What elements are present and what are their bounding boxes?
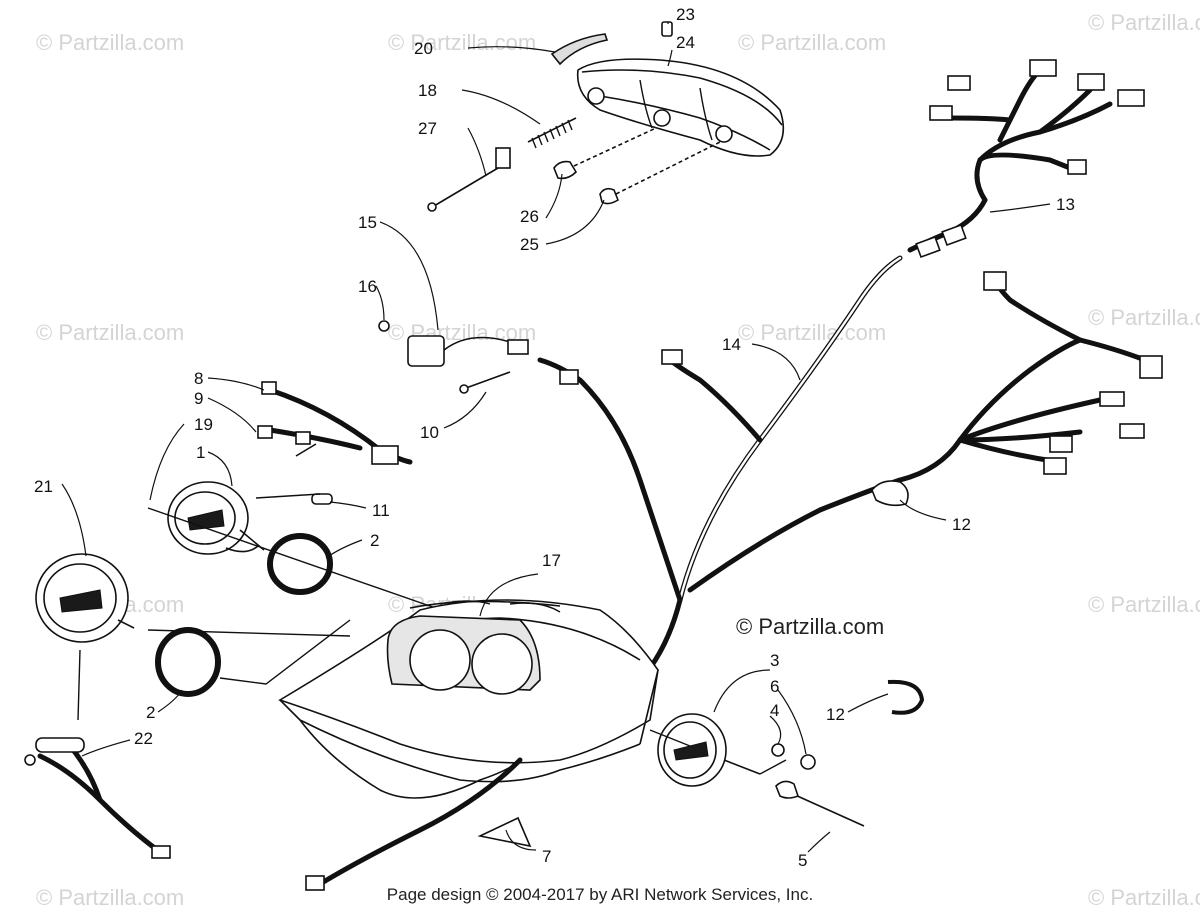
watermark: © Partzilla.com bbox=[388, 30, 536, 55]
callout-11: 11 bbox=[372, 501, 390, 520]
watermark: © Partzilla.com bbox=[1088, 10, 1200, 35]
speedometer bbox=[649, 679, 925, 827]
watermark: © Partzilla.com bbox=[36, 30, 184, 55]
dash-panel bbox=[278, 599, 659, 799]
callouts: 20 23 24 18 27 26 25 13 15 16 14 8 9 19 … bbox=[34, 5, 1075, 870]
watermark: © Partzilla.com bbox=[36, 320, 184, 345]
sub-harness bbox=[257, 381, 413, 505]
callout-4: 4 bbox=[770, 701, 779, 720]
watermark: © Partzilla.com bbox=[1088, 592, 1200, 617]
connector-block bbox=[378, 320, 529, 394]
harness-7 bbox=[305, 757, 532, 891]
watermarks: © Partzilla.com © Partzilla.com © Partzi… bbox=[36, 10, 1200, 910]
callout-1: 1 bbox=[196, 443, 205, 462]
callout-16: 16 bbox=[358, 277, 377, 296]
watermark: © Partzilla.com bbox=[738, 320, 886, 345]
spring-part bbox=[527, 117, 577, 149]
leader-lines bbox=[61, 22, 1051, 853]
callout-9: 9 bbox=[194, 389, 203, 408]
callout-2-lower: 2 bbox=[146, 703, 155, 722]
callout-14: 14 bbox=[722, 335, 741, 354]
harness-22 bbox=[24, 737, 171, 859]
gauge-21 bbox=[35, 553, 135, 643]
callout-19: 19 bbox=[194, 415, 213, 434]
callout-27: 27 bbox=[418, 119, 437, 138]
callout-21: 21 bbox=[34, 477, 53, 496]
callout-17: 17 bbox=[542, 551, 561, 570]
watermark-main: © Partzilla.com bbox=[736, 614, 884, 639]
callout-22: 22 bbox=[134, 729, 153, 748]
callout-13: 13 bbox=[1056, 195, 1075, 214]
wire-harness bbox=[537, 59, 1163, 671]
callout-10: 10 bbox=[420, 423, 439, 442]
watermark: © Partzilla.com bbox=[738, 30, 886, 55]
callout-15: 15 bbox=[358, 213, 377, 232]
callout-5: 5 bbox=[798, 851, 807, 870]
callout-7: 7 bbox=[542, 847, 551, 866]
callout-2-upper: 2 bbox=[370, 531, 379, 550]
gauges bbox=[35, 481, 471, 721]
callout-25: 25 bbox=[520, 235, 539, 254]
footer-copyright: Page design © 2004-2017 by ARI Network S… bbox=[387, 885, 813, 904]
callout-23: 23 bbox=[676, 5, 695, 24]
taillight-assembly bbox=[427, 21, 785, 212]
callout-8: 8 bbox=[194, 369, 203, 388]
callout-3: 3 bbox=[770, 651, 779, 670]
callout-6: 6 bbox=[770, 677, 779, 696]
callout-12-harness: 12 bbox=[952, 515, 971, 534]
callout-26: 26 bbox=[520, 207, 539, 226]
watermark: © Partzilla.com bbox=[36, 885, 184, 910]
callout-20: 20 bbox=[414, 39, 433, 58]
watermark: © Partzilla.com bbox=[1088, 885, 1200, 910]
callout-12-clamp: 12 bbox=[826, 705, 845, 724]
callout-24: 24 bbox=[676, 33, 695, 52]
watermark: © Partzilla.com bbox=[1088, 305, 1200, 330]
callout-18: 18 bbox=[418, 81, 437, 100]
